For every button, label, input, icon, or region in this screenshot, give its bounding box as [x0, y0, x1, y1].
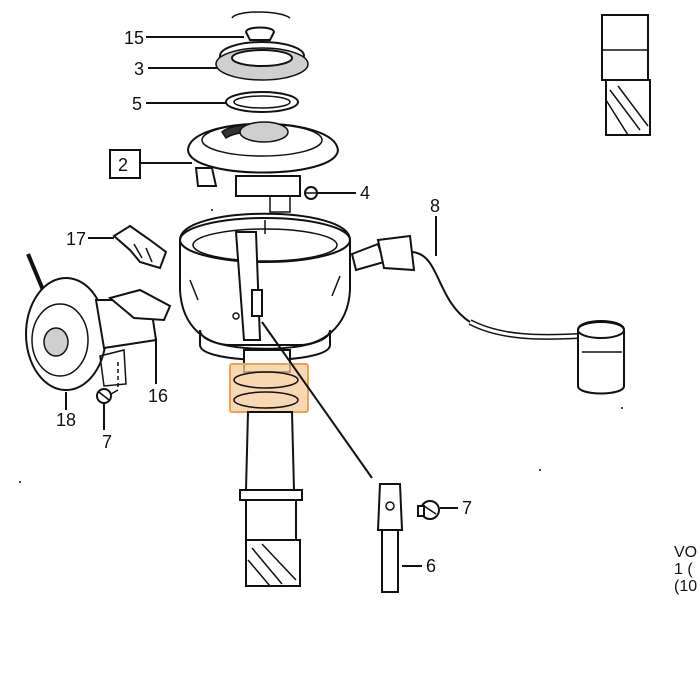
callout-3: 3 [134, 59, 144, 79]
callout-17: 17 [66, 229, 86, 249]
callout-7-right: 7 [462, 498, 472, 518]
callout-6: 6 [426, 556, 436, 576]
part-5-o-ring [146, 91, 299, 113]
scatter-dots [19, 209, 623, 483]
part-3-rotor-ring [148, 41, 309, 81]
callout-2: 2 [118, 155, 128, 175]
part-2-box [109, 149, 141, 179]
corner-text-line3: (10 [674, 578, 697, 595]
part-4-screw [304, 186, 356, 200]
callout-7-left: 7 [102, 432, 112, 452]
part-6-rod [376, 483, 422, 593]
part-2-breaker-plate [109, 121, 340, 213]
callout-5: 5 [132, 94, 142, 114]
part-15-clip [146, 11, 291, 41]
callout-4: 4 [360, 183, 370, 203]
top-right-shaft [601, 14, 651, 136]
corner-text-line2: 1 ( [674, 561, 693, 578]
callout-18: 18 [56, 410, 76, 430]
distributor-shaft [229, 349, 309, 587]
part-7-screw-left [96, 388, 119, 430]
part-8-cable [350, 216, 625, 395]
corner-text-line1: VO [674, 544, 697, 561]
distributor-housing [179, 212, 351, 361]
callout-8: 8 [430, 196, 440, 216]
part-18-vacuum-unit [25, 253, 172, 410]
part-17-bracket [88, 224, 168, 270]
leader-shaft-to-part-6 [261, 321, 373, 479]
part-7-screw-right [417, 500, 458, 520]
callout-15: 15 [124, 28, 144, 48]
callout-16: 16 [148, 386, 168, 406]
